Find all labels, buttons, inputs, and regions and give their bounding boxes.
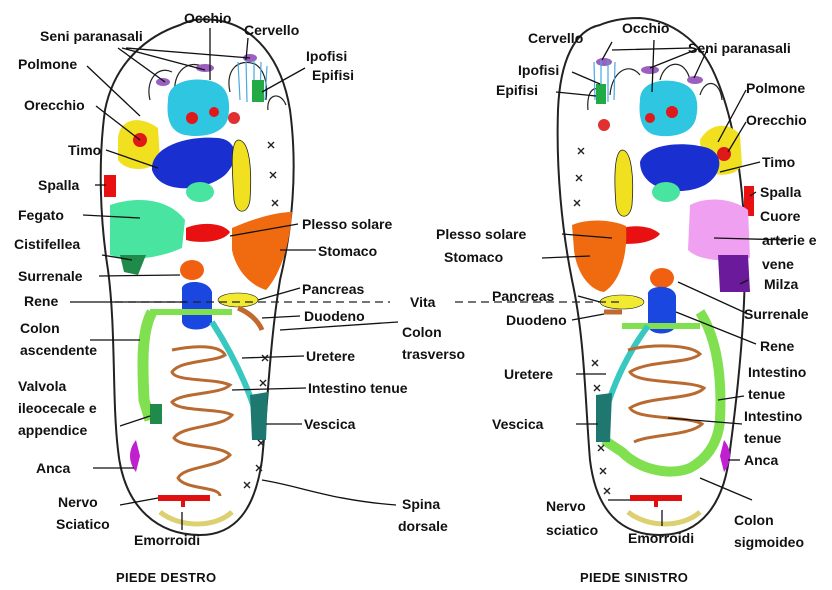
- label-polmone-left: Polmone: [746, 80, 805, 96]
- left-bladder: [596, 393, 612, 442]
- left-pineal: [596, 84, 606, 104]
- label-ipofisi-right: Ipofisi: [306, 48, 347, 64]
- right-adrenal: [180, 260, 204, 280]
- right-eye-dot-1: [186, 112, 198, 124]
- label-duodeno-left: Duodeno: [506, 312, 567, 328]
- label-nervo-left: Nervo: [546, 498, 586, 514]
- right-sinus-1: [156, 78, 170, 86]
- label-sciatico-left: sciatico: [546, 522, 598, 538]
- label-dorsale: dorsale: [398, 518, 448, 534]
- right-ileocecal-valve: [150, 404, 162, 424]
- label-milza: Milza: [764, 276, 798, 292]
- right-bladder: [250, 392, 268, 440]
- right-shoulder: [104, 175, 116, 197]
- right-pituitary: [228, 112, 240, 124]
- label-plesso-solare-left: Plesso solare: [436, 226, 526, 242]
- right-pancreas: [218, 293, 258, 307]
- label-timo-right: Timo: [68, 142, 101, 158]
- label-occhio-right: Occhio: [184, 10, 231, 26]
- label-seni-paranasali-right: Seni paranasali: [40, 28, 143, 44]
- label-stomaco-left: Stomaco: [444, 249, 503, 265]
- label-rene-left: Rene: [760, 338, 794, 354]
- label-stomaco-right: Stomaco: [318, 243, 377, 259]
- label-intestino-b-1: Intestino: [744, 408, 802, 424]
- label-colon-ascendente-2: ascendente: [20, 342, 97, 358]
- label-duodeno-right: Duodeno: [304, 308, 365, 324]
- label-orecchio-left: Orecchio: [746, 112, 807, 128]
- label-spina: Spina: [402, 496, 440, 512]
- right-eye-dot-2: [209, 107, 219, 117]
- label-colon-trasverso-1: Colon: [402, 324, 442, 340]
- right-kidney: [182, 282, 212, 330]
- label-fegato-right: Fegato: [18, 207, 64, 223]
- label-colon-sigmoideo-2: sigmoideo: [734, 534, 804, 550]
- left-adrenal: [650, 268, 674, 288]
- left-eye-dot-1: [645, 113, 655, 123]
- label-rene-right: Rene: [24, 293, 58, 309]
- left-sinus-2: [641, 66, 659, 74]
- label-intestino-tenue-right: Intestino tenue: [308, 380, 408, 396]
- label-ipofisi-left: Ipofisi: [518, 62, 559, 78]
- left-pancreas: [600, 295, 644, 309]
- right-foot: [101, 19, 294, 535]
- label-plesso-solare-right: Plesso solare: [302, 216, 392, 232]
- caption-piede-destro: PIEDE DESTRO: [116, 570, 216, 585]
- right-eye: [168, 80, 230, 136]
- label-vescica-right: Vescica: [304, 416, 355, 432]
- left-lung-strip: [615, 150, 633, 216]
- caption-piede-sinistro: PIEDE SINISTRO: [580, 570, 688, 585]
- label-cuore-3: vene: [762, 256, 794, 272]
- left-eye-dot-2: [666, 106, 678, 118]
- label-intestino-b-2: tenue: [744, 430, 781, 446]
- right-pineal: [252, 80, 264, 102]
- label-anca-left: Anca: [744, 452, 778, 468]
- label-surrenale-right: Surrenale: [18, 268, 83, 284]
- label-epifisi-left: Epifisi: [496, 82, 538, 98]
- label-vescica-left: Vescica: [492, 416, 543, 432]
- right-sciatic-stem: [181, 495, 185, 507]
- label-intestino-a-2: tenue: [748, 386, 785, 402]
- label-uretere-left: Uretere: [504, 366, 553, 382]
- left-sinus-1: [596, 58, 612, 66]
- label-valvola-2: ileocecale e: [18, 400, 97, 416]
- label-valvola-1: Valvola: [18, 378, 66, 394]
- label-uretere-right: Uretere: [306, 348, 355, 364]
- label-seni-paranasali-left: Seni paranasali: [688, 40, 791, 56]
- label-emorroidi-left: Emorroidi: [628, 530, 694, 546]
- label-nervo-right: Nervo: [58, 494, 98, 510]
- label-cuore-1: Cuore: [760, 208, 800, 224]
- label-orecchio-right: Orecchio: [24, 97, 85, 113]
- label-epifisi-right: Epifisi: [312, 67, 354, 83]
- left-sciatic-stem: [654, 495, 658, 507]
- label-emorroidi-right: Emorroidi: [134, 532, 200, 548]
- left-ear: [717, 147, 731, 161]
- label-anca-right: Anca: [36, 460, 70, 476]
- label-spalla-right: Spalla: [38, 177, 79, 193]
- label-pancreas-right: Pancreas: [302, 281, 364, 297]
- label-spalla-left: Spalla: [760, 184, 801, 200]
- label-vita: Vita: [410, 294, 435, 310]
- label-cervello-right: Cervello: [244, 22, 299, 38]
- label-occhio-left: Occhio: [622, 20, 669, 36]
- label-valvola-3: appendice: [18, 422, 87, 438]
- label-colon-ascendente-1: Colon: [20, 320, 60, 336]
- label-pancreas-left: Pancreas: [492, 288, 554, 304]
- left-heart: [688, 200, 750, 261]
- label-cistifellea-right: Cistifellea: [14, 236, 80, 252]
- label-intestino-a-1: Intestino: [748, 364, 806, 380]
- label-sciatico-right: Sciatico: [56, 516, 110, 532]
- label-colon-sigmoideo-1: Colon: [734, 512, 774, 528]
- label-surrenale-left: Surrenale: [744, 306, 809, 322]
- right-lung-strip: [232, 140, 250, 211]
- label-cuore-2: arterie e: [762, 232, 816, 248]
- right-green-spot: [186, 182, 214, 202]
- label-colon-trasverso-2: trasverso: [402, 346, 465, 362]
- left-green-spot: [652, 182, 680, 202]
- left-spleen: [718, 255, 750, 292]
- label-timo-left: Timo: [762, 154, 795, 170]
- label-polmone-right: Polmone: [18, 56, 77, 72]
- left-pituitary: [598, 119, 610, 131]
- label-cervello-left: Cervello: [528, 30, 583, 46]
